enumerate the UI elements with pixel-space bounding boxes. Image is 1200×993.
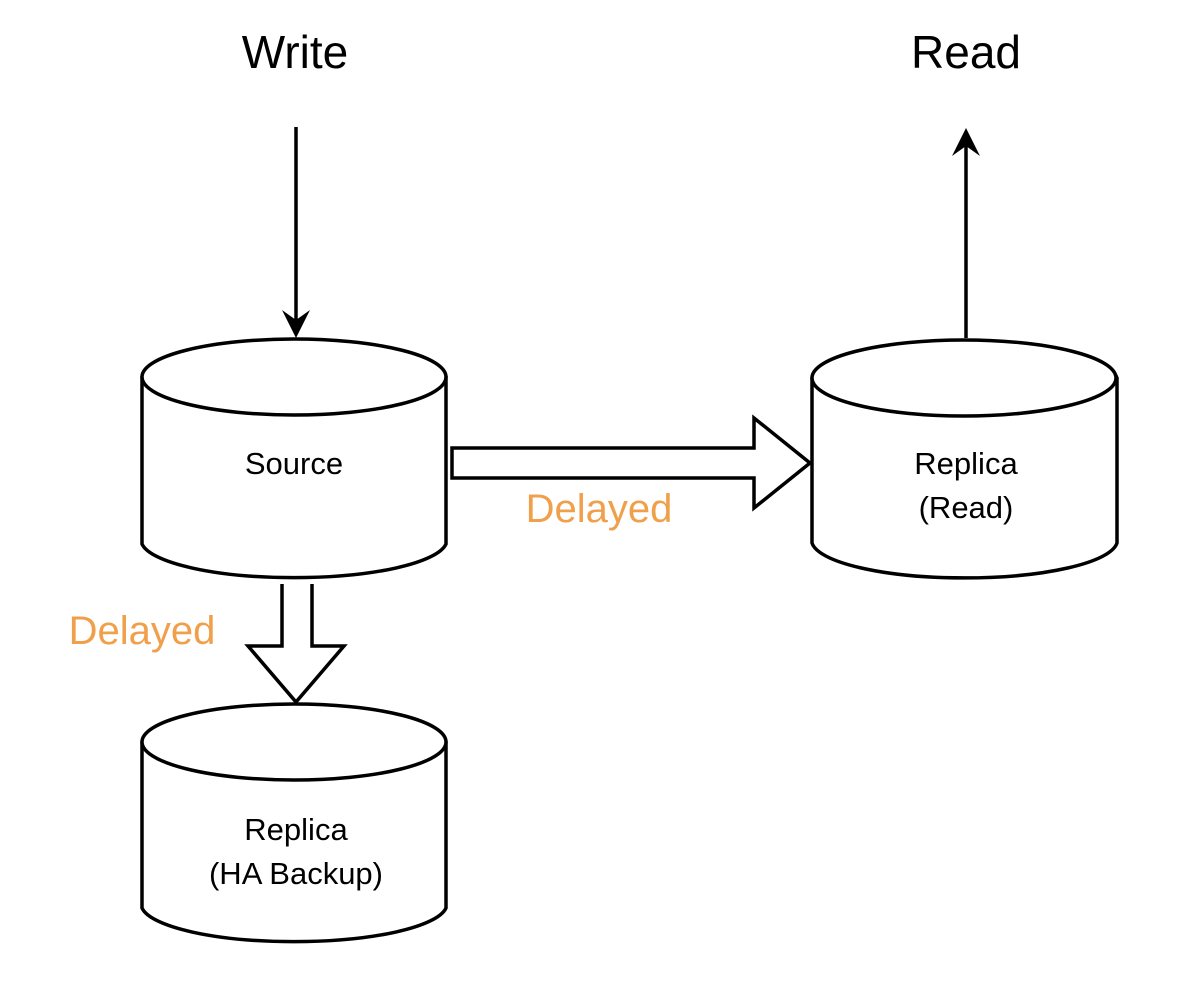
read-arrow xyxy=(952,128,980,338)
write-label: Write xyxy=(242,26,349,78)
read-label: Read xyxy=(911,26,1021,78)
backup-replica-label-line1: Replica xyxy=(244,812,348,847)
source-database-label: Source xyxy=(245,446,343,481)
read-replica-label-line1: Replica xyxy=(914,446,1018,481)
delay-label-backup-replica: Delayed xyxy=(69,609,216,653)
backup-replica-label-line2: (HA Backup) xyxy=(209,856,383,891)
source-database: Source xyxy=(140,337,448,580)
delay-label-read-replica: Delayed xyxy=(526,487,673,531)
backup-replica-database: Replica (HA Backup) xyxy=(140,702,448,944)
replication-arrow-to-read-replica xyxy=(450,414,813,512)
read-replica-database: Replica (Read) xyxy=(810,338,1119,580)
write-arrow xyxy=(282,127,310,338)
replication-arrow-to-backup-replica xyxy=(244,584,348,705)
read-replica-label-line2: (Read) xyxy=(919,490,1014,525)
